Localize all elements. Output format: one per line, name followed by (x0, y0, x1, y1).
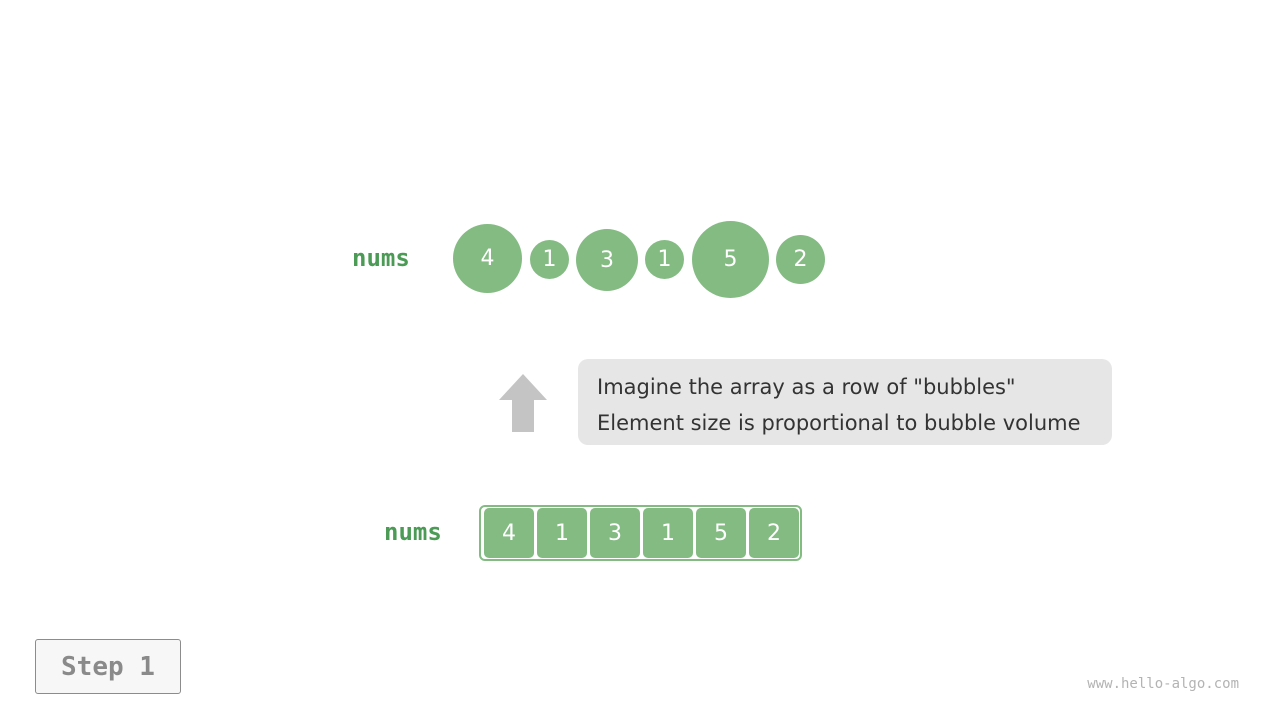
bubble-row-label: nums (352, 244, 410, 272)
bubble-5: 2 (776, 235, 825, 284)
bubble-4: 5 (692, 221, 769, 298)
array-row: 4 1 3 1 5 2 (479, 505, 802, 561)
watermark: www.hello-algo.com (1087, 676, 1239, 692)
array-cell-5: 2 (749, 508, 799, 558)
array-row-label: nums (384, 518, 442, 546)
bubble-3: 1 (645, 240, 684, 279)
array-cell-1: 1 (537, 508, 587, 558)
callout-line-1: Imagine the array as a row of "bubbles" (597, 375, 1016, 399)
array-cell-4: 5 (696, 508, 746, 558)
array-cell-3: 1 (643, 508, 693, 558)
array-cell-0: 4 (484, 508, 534, 558)
bubble-0: 4 (453, 224, 522, 293)
bubble-1: 1 (530, 240, 569, 279)
up-arrow-icon (499, 374, 547, 432)
step-indicator: Step 1 (35, 639, 181, 694)
explanation-callout: Imagine the array as a row of "bubbles" … (578, 359, 1112, 445)
array-cell-2: 3 (590, 508, 640, 558)
callout-line-2: Element size is proportional to bubble v… (597, 411, 1081, 435)
bubble-2: 3 (576, 229, 638, 291)
